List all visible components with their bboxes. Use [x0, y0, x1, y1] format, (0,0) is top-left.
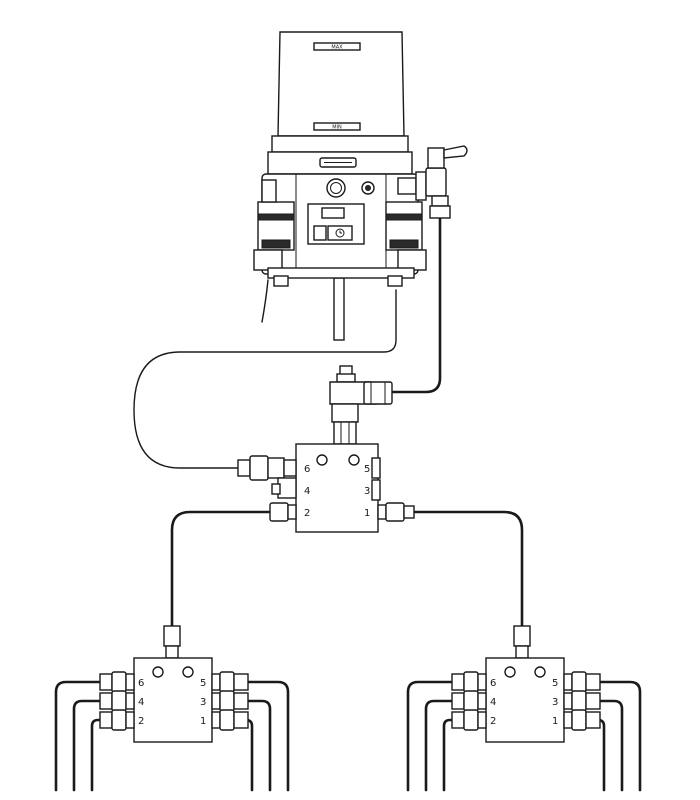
pipe-port1-to-right: [412, 510, 524, 628]
pump-base: [267, 267, 415, 279]
left-inlet-nut: [163, 625, 181, 647]
left-port-6-label: 6: [138, 678, 144, 689]
safety-valve: [427, 147, 445, 169]
pipe-port2-to-left: [170, 510, 272, 628]
right-port-6-label: 6: [490, 678, 496, 689]
main-distributor-block: [295, 443, 379, 533]
left-side-block: [253, 179, 295, 271]
right-port-4-label: 4: [490, 697, 496, 708]
right-side-block: [385, 201, 427, 271]
main-port-2-label: 2: [304, 508, 310, 519]
panel-lamp: [313, 225, 327, 241]
pipe-right-5: [598, 680, 642, 792]
pipe-left-1: [244, 718, 254, 792]
pipe-right-6: [406, 680, 454, 792]
right-distributor: 6 4 2 5 3 1: [451, 625, 601, 743]
pump-push-button: [326, 178, 346, 198]
pipe-pump-outlet: [390, 216, 442, 394]
safety-valve-handle: [443, 145, 468, 159]
main-port-4-plug: [271, 477, 297, 499]
main-port-2-fitting: [269, 502, 297, 522]
reservoir: MAX MIN: [277, 31, 405, 137]
drain-pipe: [333, 277, 345, 341]
pipe-right-3: [598, 699, 624, 792]
main-port-1-fitting: [377, 502, 415, 522]
main-distributor: 6 4 2 5 3 1: [237, 443, 415, 533]
left-port-3-label: 3: [200, 697, 206, 708]
panel-display: [321, 207, 345, 219]
left-distributor-left-fittings: [99, 671, 135, 731]
main-port-4-label: 4: [304, 486, 310, 497]
right-distributor-right-fittings: [563, 671, 601, 731]
clock-icon: [335, 228, 345, 238]
main-port-6-label: 6: [304, 464, 310, 475]
min-level-label: MIN: [332, 125, 342, 131]
reservoir-collar: [271, 135, 409, 153]
pipe-left-3: [246, 699, 272, 792]
inlet-elbow-fitting: [329, 365, 393, 445]
pipe-pump-to-distributor-loop: [133, 289, 397, 469]
elbow-nut: [363, 381, 393, 405]
pipes: [54, 216, 642, 792]
right-port-3-label: 3: [552, 697, 558, 708]
left-distributor-block: [133, 657, 213, 743]
max-level-label: MAX: [331, 45, 343, 51]
left-distributor-right-fittings: [211, 671, 249, 731]
pump-outlet-tee: [397, 145, 468, 219]
left-port-2-label: 2: [138, 716, 144, 727]
pipe-right-1: [596, 718, 606, 792]
pipe-right-4: [424, 699, 454, 792]
pipe-left-6: [54, 680, 102, 792]
pipe-left-4: [72, 699, 102, 792]
pipe-right-2: [442, 718, 454, 792]
inlet-nut: [333, 421, 357, 445]
pump-unit: MAX MIN: [253, 31, 468, 287]
left-distributor: 6 4 2 5 3 1: [99, 625, 249, 743]
right-port-1-label: 1: [552, 716, 558, 727]
right-port-5-label: 5: [552, 678, 558, 689]
pipe-left-5: [246, 680, 290, 792]
left-port-1-label: 1: [200, 716, 206, 727]
left-port-5-label: 5: [200, 678, 206, 689]
main-port-1-label: 1: [364, 508, 370, 519]
left-port-4-label: 4: [138, 697, 144, 708]
right-distributor-left-fittings: [451, 671, 487, 731]
power-cable: [261, 279, 269, 323]
main-port-3-label: 3: [364, 486, 370, 497]
pipe-left-2: [90, 718, 102, 792]
right-inlet-nut: [513, 625, 531, 647]
right-port-2-label: 2: [490, 716, 496, 727]
main-port-6-fitting: [237, 455, 297, 481]
outlet-nut: [429, 205, 451, 219]
main-port-5-label: 5: [364, 464, 370, 475]
